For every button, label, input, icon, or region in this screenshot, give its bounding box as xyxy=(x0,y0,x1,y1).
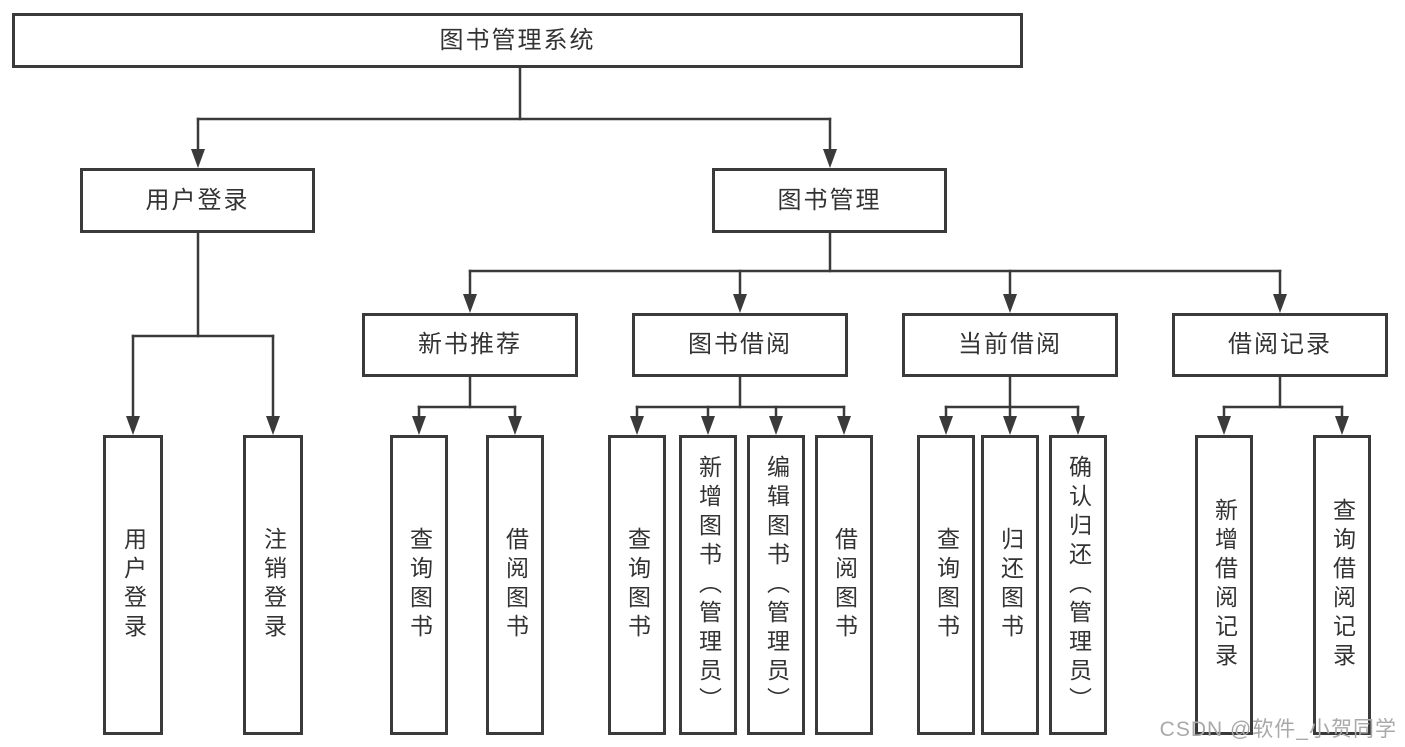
leaf-label: 注销登录 xyxy=(260,527,287,643)
leaf-user-login: 用户登录 xyxy=(103,435,163,735)
leaf-label: 查询图书 xyxy=(406,527,433,643)
leaf-label: 借阅图书 xyxy=(502,527,529,643)
node-book-borrowing: 图书借阅 xyxy=(632,313,848,377)
node-borrowing-records: 借阅记录 xyxy=(1172,313,1388,377)
leaf-current-confirm-return-admin: 确认归还（管理员） xyxy=(1049,435,1107,735)
node-library-management-system: 图书管理系统 xyxy=(12,13,1023,68)
node-label: 图书管理系统 xyxy=(439,26,596,54)
leaf-label: 确认归还（管理员） xyxy=(1065,454,1092,716)
node-label: 图书借阅 xyxy=(688,331,792,358)
leaf-label: 查询图书 xyxy=(624,527,651,643)
node-book-management: 图书管理 xyxy=(712,168,947,233)
leaf-recommend-borrow-books: 借阅图书 xyxy=(486,435,544,735)
node-current-borrowing: 当前借阅 xyxy=(902,313,1118,377)
leaf-current-query-books: 查询图书 xyxy=(917,435,975,735)
leaf-records-add-borrow-record: 新增借阅记录 xyxy=(1195,435,1253,735)
node-user-login: 用户登录 xyxy=(80,168,315,233)
leaf-recommend-query-books: 查询图书 xyxy=(390,435,448,735)
leaf-label: 借阅图书 xyxy=(831,527,858,643)
node-label: 用户登录 xyxy=(145,186,250,214)
node-label: 新书推荐 xyxy=(418,331,522,358)
leaf-current-return-books: 归还图书 xyxy=(981,435,1039,735)
node-label: 当前借阅 xyxy=(958,331,1062,358)
leaf-label: 查询借阅记录 xyxy=(1329,498,1356,672)
leaf-label: 用户登录 xyxy=(120,527,147,643)
node-new-book-recommendation: 新书推荐 xyxy=(362,313,578,377)
leaf-borrowing-borrow-books: 借阅图书 xyxy=(815,435,873,735)
leaf-label: 查询图书 xyxy=(933,527,960,643)
leaf-label: 编辑图书（管理员） xyxy=(763,454,790,716)
leaf-borrowing-add-books-admin: 新增图书（管理员） xyxy=(679,435,737,735)
leaf-label: 新增借阅记录 xyxy=(1211,498,1238,672)
leaf-records-query-borrow-record: 查询借阅记录 xyxy=(1313,435,1371,735)
csdn-watermark: CSDN @软件_小贺同学 xyxy=(1159,718,1397,741)
leaf-borrowing-edit-books-admin: 编辑图书（管理员） xyxy=(747,435,805,735)
node-label: 借阅记录 xyxy=(1228,331,1332,358)
leaf-label: 新增图书（管理员） xyxy=(695,454,722,716)
leaf-label: 归还图书 xyxy=(997,527,1024,643)
leaf-logout-login: 注销登录 xyxy=(243,435,303,735)
node-label: 图书管理 xyxy=(777,186,882,214)
leaf-borrowing-query-books: 查询图书 xyxy=(608,435,666,735)
